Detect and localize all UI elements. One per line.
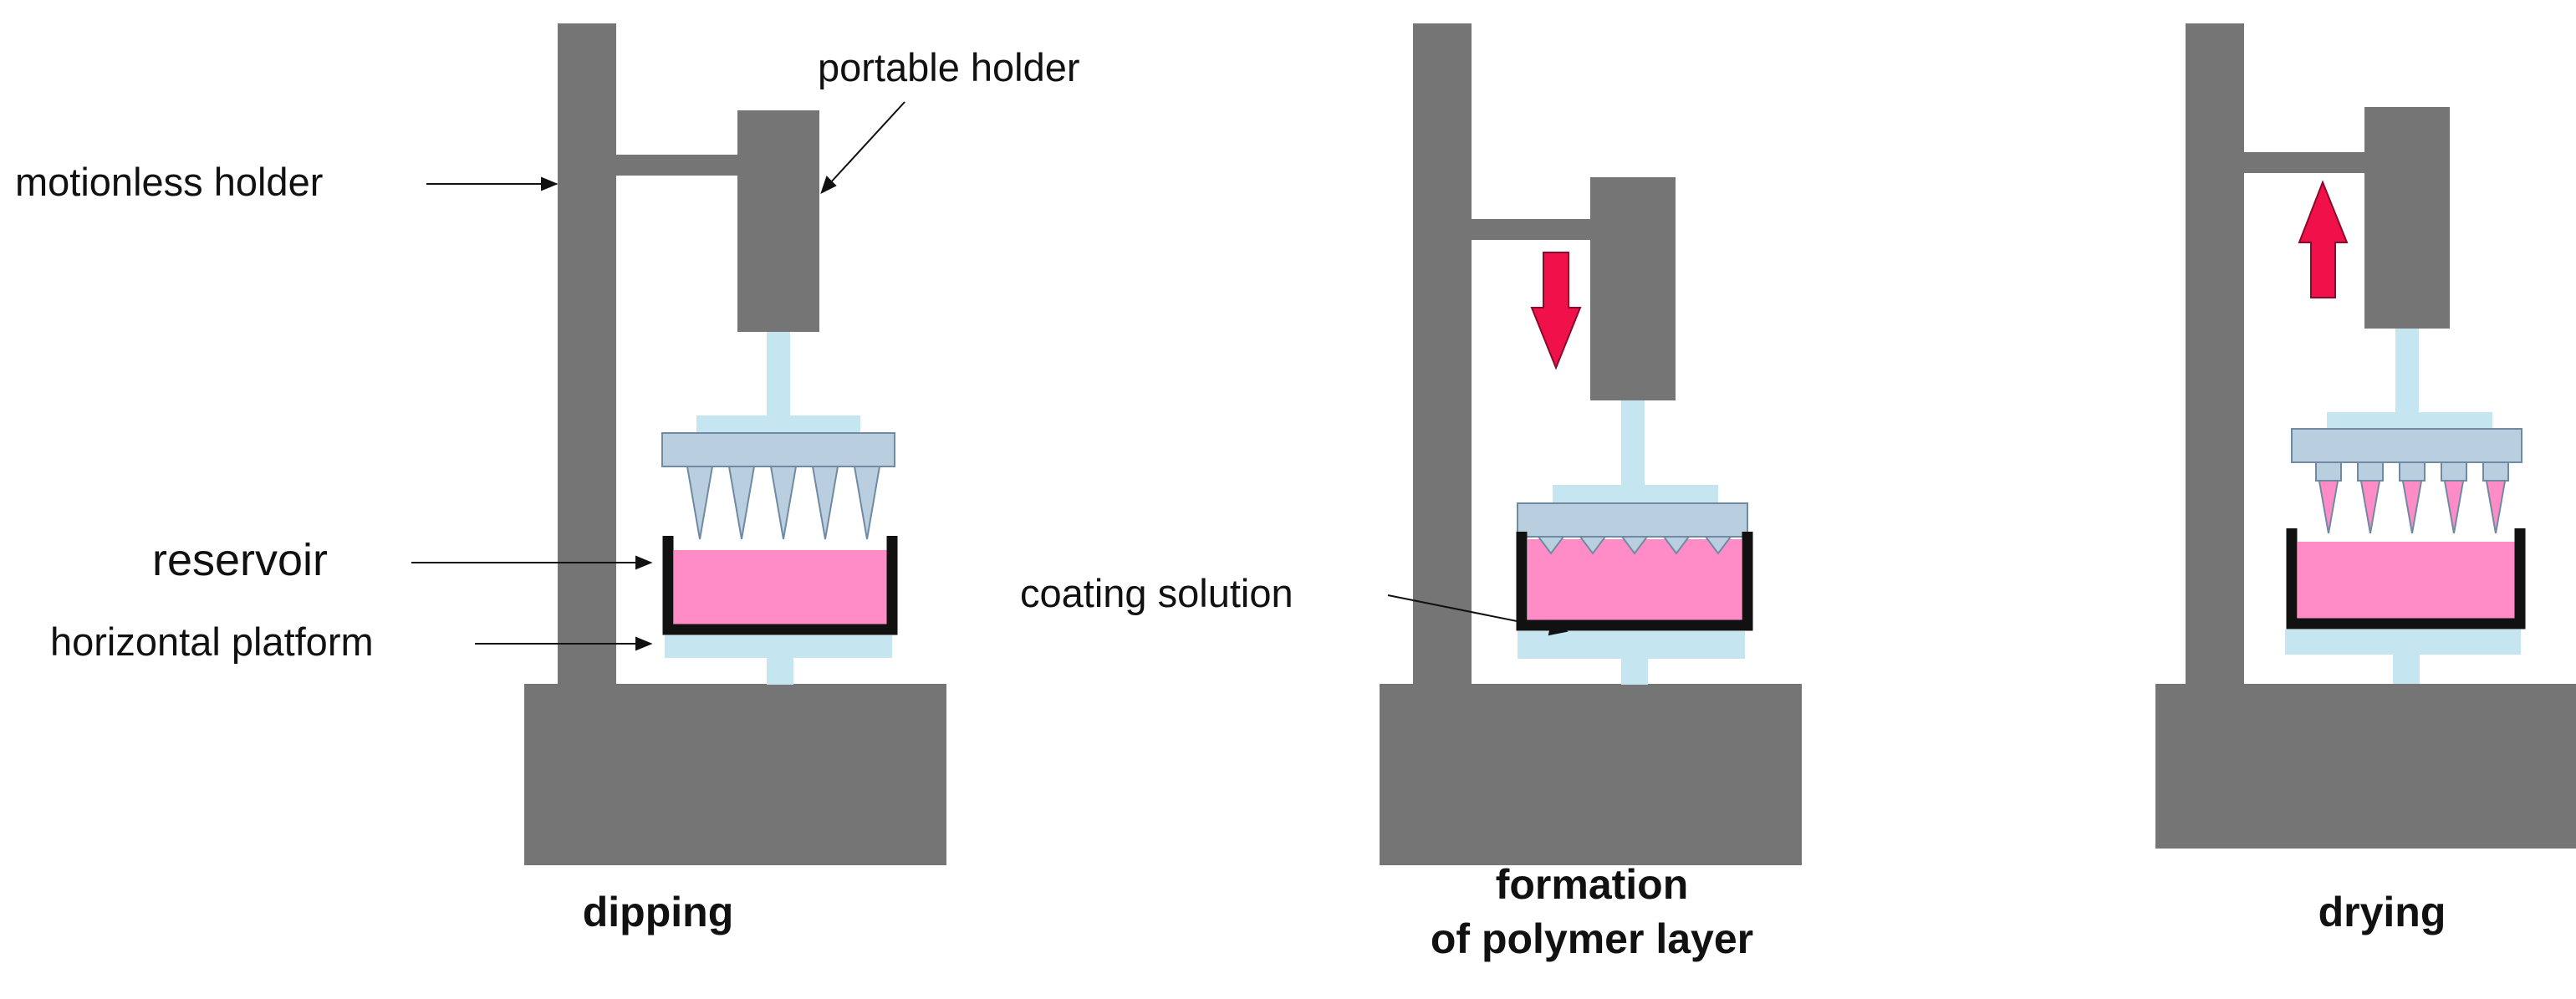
needle-array [686,466,881,540]
reservoir [2286,528,2526,629]
rod [1621,400,1645,485]
portable-holder [737,110,819,332]
mount-top [1553,485,1718,505]
panel-formation [1380,23,1802,865]
coated-needle-array [2314,461,2510,534]
horizontal-platform [1518,631,1745,659]
base-block [524,684,946,865]
motionless-holder-post [558,23,616,686]
leader-lines [411,101,1569,651]
base-block [2155,684,2576,849]
rod [767,332,790,415]
caption-formation-line1: formation [1496,861,1689,908]
motionless-holder-post [2186,23,2244,686]
motionless-holder-post [1413,23,1472,686]
reservoir [662,536,898,635]
horizontal-platform [665,635,892,658]
portable-holder [1590,177,1676,400]
mount-top [696,415,860,434]
coating-solution-label: coating solution [1020,571,1293,615]
needle-plate [1517,502,1748,538]
caption-drying: drying [2318,889,2446,935]
needle-plate [661,432,895,467]
holder-arm [616,155,739,176]
horizontal-platform [2285,629,2521,655]
horizontal-platform-label: horizontal platform [50,619,374,664]
down-arrow-icon [1530,252,1582,370]
panel-dipping [524,23,946,865]
coating-solution [2298,542,2515,619]
mount-top [2327,412,2492,431]
reservoir-label: reservoir [152,535,328,585]
reservoir [1516,532,1753,631]
platform-stem [1621,659,1648,685]
holder-arm [2244,152,2368,173]
portable-holder-label: portable holder [818,45,1080,89]
needle-array [1537,536,1732,555]
holder-arm [1472,219,1593,240]
up-arrow-icon [2298,180,2349,298]
base-block [1380,684,1802,865]
motionless-holder-label: motionless holder [15,160,323,204]
platform-stem [767,658,793,685]
caption-formation-line2: of polymer layer [1431,915,1753,962]
panel-drying [2155,23,2576,849]
coating-solution [674,550,887,628]
needle-plate [2291,428,2522,463]
portable-holder [2364,107,2450,329]
platform-stem [2393,655,2420,684]
caption-dipping: dipping [583,889,734,935]
rod [2395,329,2419,412]
